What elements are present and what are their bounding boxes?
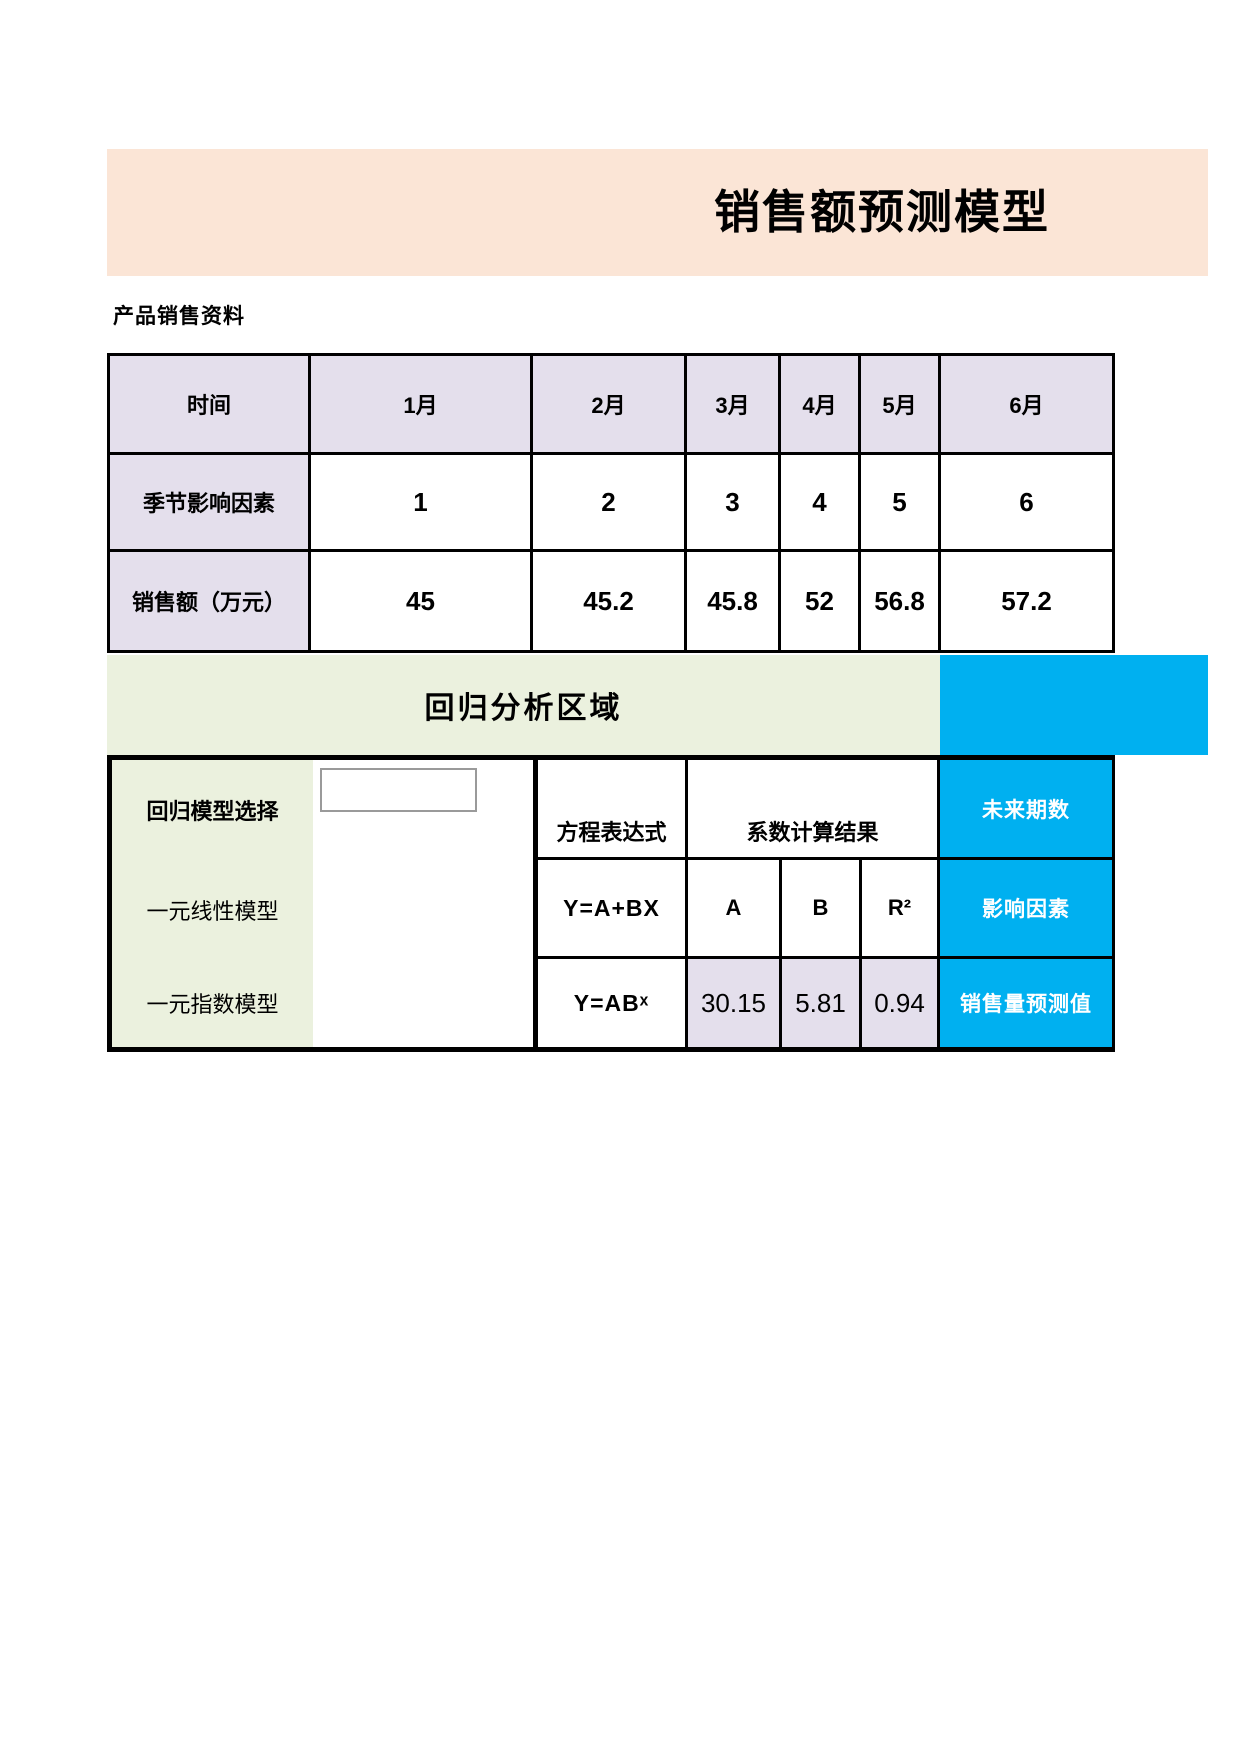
season-factor-value: 5: [861, 455, 941, 552]
season-factor-value: 2: [533, 455, 687, 552]
time-header-cell: 时间: [110, 356, 311, 455]
season-factor-value: 6: [941, 455, 1112, 552]
sales-amount-label: 销售额（万元）: [110, 552, 311, 650]
sales-amount-value: 45: [311, 552, 533, 650]
linear-model-label: 一元线性模型: [146, 898, 279, 924]
sales-amount-value: 52: [781, 552, 861, 650]
month-header-cell: 4月: [781, 356, 861, 455]
model-select-label: 回归模型选择: [146, 799, 279, 824]
coeff-header: 系数计算结果: [688, 760, 940, 860]
month-header-cell: 1月: [311, 356, 533, 455]
regression-table: 回归模型选择 一元线性模型 一元指数模型 方程表达式 系数计算结果 未来期数 Y…: [107, 755, 1115, 1052]
model-select-column: [313, 760, 538, 1047]
season-factor-value: 3: [687, 455, 781, 552]
blue-highlight-block: [940, 655, 1208, 755]
season-factor-label: 季节影响因素: [110, 455, 311, 552]
sales-amount-value: 45.8: [687, 552, 781, 650]
coeff-col-a: A: [688, 860, 782, 959]
linear-equation: Y=A+BX: [538, 860, 688, 959]
exp-equation: Y=ABˣ: [538, 959, 688, 1047]
future-periods-label: 未来期数: [940, 760, 1112, 860]
factor-label: 影响因素: [940, 860, 1112, 959]
exp-coeff-a: 30.15: [688, 959, 782, 1047]
equation-header: 方程表达式: [538, 760, 688, 860]
month-header-cell: 5月: [861, 356, 941, 455]
month-header-cell: 6月: [941, 356, 1112, 455]
forecast-label: 销售量预测值: [940, 959, 1112, 1047]
season-factor-value: 4: [781, 455, 861, 552]
exp-model-label: 一元指数模型: [146, 992, 279, 1017]
coeff-col-b: B: [782, 860, 862, 959]
sales-amount-value: 45.2: [533, 552, 687, 650]
exp-coeff-r2: 0.94: [862, 959, 940, 1047]
regression-label-column: 回归模型选择 一元线性模型 一元指数模型: [112, 760, 313, 1047]
model-select-box[interactable]: [320, 768, 477, 812]
sales-amount-value: 56.8: [861, 552, 941, 650]
sales-data-table: 时间 1月 2月 3月 4月 5月 6月 季节影响因素 1 2 3 4 5 6 …: [107, 353, 1115, 653]
exp-coeff-b: 5.81: [782, 959, 862, 1047]
page-title: 销售额预测模型: [714, 186, 1050, 238]
season-factor-value: 1: [311, 455, 533, 552]
coeff-col-r2: R²: [862, 860, 940, 959]
regression-band-title: 回归分析区域: [424, 692, 623, 725]
section-label: 产品销售资料: [113, 305, 245, 328]
title-banner: 销售额预测模型: [107, 149, 1208, 276]
regression-band: 回归分析区域: [107, 655, 940, 755]
month-header-cell: 3月: [687, 356, 781, 455]
sales-amount-value: 57.2: [941, 552, 1112, 650]
month-header-cell: 2月: [533, 356, 687, 455]
